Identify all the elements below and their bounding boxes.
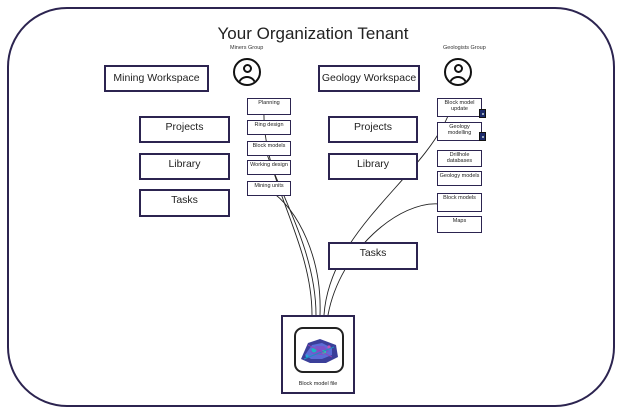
- geology-item-label: Block models: [443, 195, 476, 201]
- geology-projects-label: Projects: [354, 121, 392, 133]
- mining-projects[interactable]: Projects: [139, 116, 230, 143]
- miners-group-label: Miners Group: [230, 45, 264, 51]
- geologists-user-icon[interactable]: [444, 58, 472, 86]
- mining-item-planning[interactable]: Planning: [247, 98, 291, 115]
- block-model-file-label: Block model file: [298, 381, 338, 387]
- shared-tasks-label: Tasks: [359, 247, 387, 259]
- block-model-update-badge-icon: [479, 109, 486, 118]
- link-block-models-mining: [265, 150, 317, 316]
- mining-library[interactable]: Library: [139, 153, 230, 180]
- mining-item-working-design[interactable]: Working design: [247, 160, 291, 175]
- geology-modelling-badge-icon: [479, 132, 486, 141]
- geology-item-label: Block model update: [444, 100, 475, 112]
- miners-user-icon[interactable]: [233, 58, 261, 86]
- geology-item-geology-modelling[interactable]: Geology modelling: [437, 122, 482, 141]
- geology-projects[interactable]: Projects: [328, 116, 418, 143]
- link-block-model-update: [323, 115, 449, 316]
- mining-projects-label: Projects: [165, 121, 204, 133]
- mining-tasks[interactable]: Tasks: [139, 189, 230, 217]
- tenant-boundary: [7, 7, 615, 407]
- mining-tasks-label: Tasks: [171, 194, 198, 206]
- geology-item-label: Maps: [452, 218, 467, 224]
- geology-item-maps[interactable]: Maps: [437, 216, 482, 233]
- block-model-file[interactable]: Block model file: [281, 315, 355, 394]
- geology-library[interactable]: Library: [328, 153, 418, 180]
- diagram-title: Your Organization Tenant: [217, 24, 409, 43]
- geology-item-label: Geology modelling: [447, 124, 472, 136]
- geology-item-geology-models[interactable]: Geology models: [437, 171, 482, 186]
- mining-item-label: Planning: [258, 100, 280, 106]
- mining-workspace-label: Mining Workspace: [113, 72, 200, 84]
- mining-item-label: Ring design: [254, 122, 284, 128]
- mining-item-label: Working design: [250, 162, 288, 168]
- shared-tasks[interactable]: Tasks: [328, 242, 418, 270]
- geology-item-drillhole-databases[interactable]: Drillhole databases: [437, 150, 482, 167]
- link-mining-units: [267, 188, 321, 316]
- mining-item-label: Block models: [252, 143, 286, 149]
- geologists-group-label: Geologists Group: [443, 45, 486, 51]
- mining-library-label: Library: [168, 158, 201, 170]
- link-planning: [263, 110, 313, 316]
- mining-item-label: Mining units: [254, 183, 284, 189]
- geology-workspace[interactable]: Geology Workspace: [318, 65, 420, 92]
- block-model-file-icon: [294, 327, 344, 373]
- mining-item-block-models[interactable]: Block models: [247, 141, 291, 156]
- mining-item-mining-units[interactable]: Mining units: [247, 181, 291, 196]
- geology-item-block-model-update[interactable]: Block model update: [437, 98, 482, 117]
- mining-item-ring-design[interactable]: Ring design: [247, 120, 291, 135]
- geology-item-block-models[interactable]: Block models: [437, 193, 482, 212]
- mining-workspace[interactable]: Mining Workspace: [104, 65, 209, 92]
- link-block-models-geology: [327, 203, 441, 316]
- geology-item-label: Drillhole databases: [446, 152, 473, 164]
- geology-library-label: Library: [356, 158, 390, 170]
- geology-workspace-label: Geology Workspace: [321, 72, 417, 84]
- geology-item-label: Geology models: [439, 173, 480, 179]
